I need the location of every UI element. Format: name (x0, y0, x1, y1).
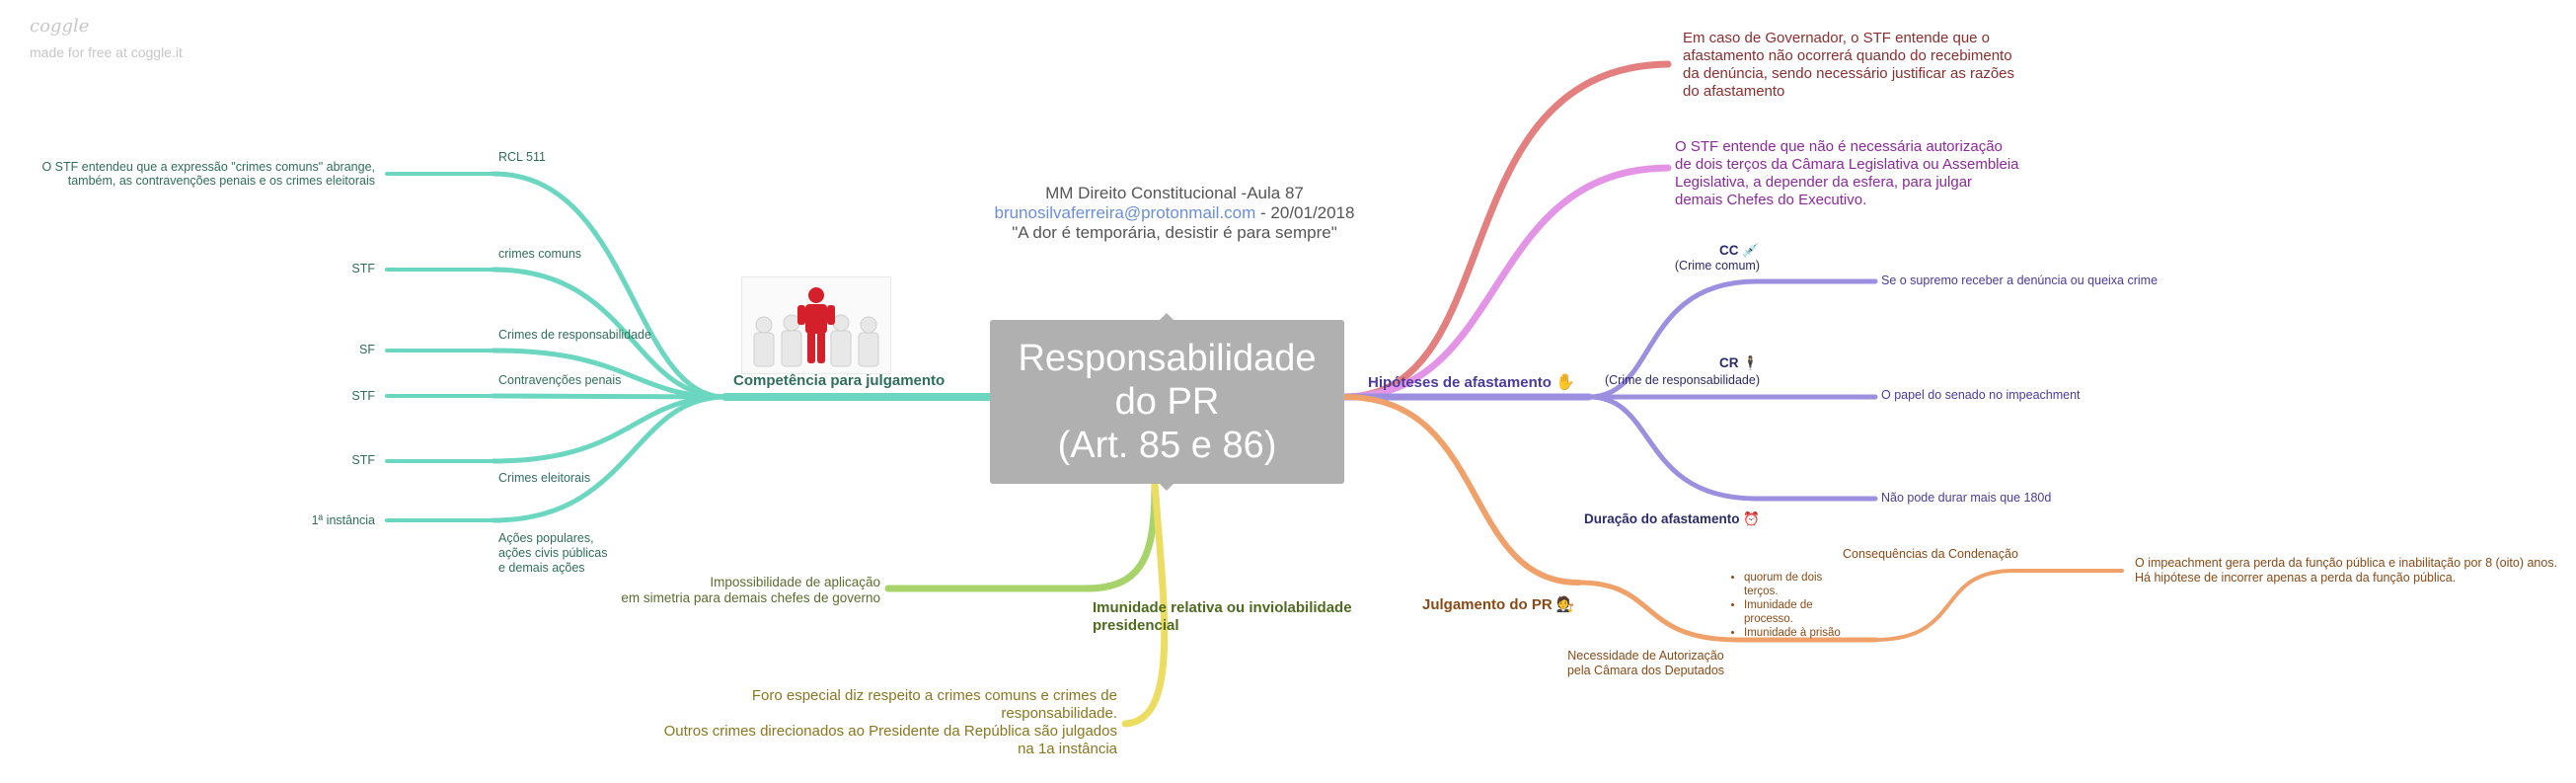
link-crimes-comuns (491, 267, 728, 400)
consequencias-label[interactable]: Consequências da Condenação (1843, 547, 2018, 561)
acoes-leaf[interactable]: 1ª instância (311, 513, 375, 527)
cc-sub: (Crime comum) (1674, 259, 1760, 273)
rcl511-label[interactable]: RCL 511 (498, 150, 546, 164)
central-topic[interactable]: Responsabilidade do PR (Art. 85 e 86) (990, 320, 1344, 484)
imunidade-label[interactable]: Imunidade relativa ou inviolabilidade pr… (1093, 599, 1352, 634)
header-contact: brunosilvaferreira@protonmail.com - 20/0… (987, 203, 1362, 223)
bullet-imunidade-prisao: Imunidade à prisão (1744, 626, 1858, 640)
cc-label[interactable]: CC 💉 (1719, 243, 1759, 259)
duracao-label[interactable]: Duração do afastamento ⏰ (1584, 511, 1760, 527)
link-rcl511 (491, 171, 728, 400)
link-contravencoes (491, 393, 728, 400)
julgamento-label-text: Julgamento do PR (1422, 596, 1553, 613)
cr-sub: (Crime de responsabilidade) (1604, 373, 1760, 387)
header-course: MM Direito Constitucional -Aula 87 (1045, 184, 1304, 202)
competencia-label[interactable]: Competência para julgamento (733, 372, 946, 389)
bullet-imunidade-processo: Imunidade de processo. (1744, 598, 1858, 626)
competencia-image (741, 276, 891, 374)
cc-label-text: CC (1719, 243, 1739, 258)
crimes-eleitorais-leaf[interactable]: STF (351, 453, 375, 467)
crimes-responsabilidade-label[interactable]: Crimes de responsabilidade (498, 328, 651, 342)
link-impossibilidade (884, 480, 1159, 592)
red-figure-among-white-figures (753, 287, 879, 367)
imunidades-list[interactable]: quorum de dois terços. Imunidade de proc… (1730, 571, 1858, 640)
center-collapse-caret-bottom[interactable] (1160, 484, 1174, 491)
person-icon: 🕴 (1742, 355, 1760, 370)
made-with-coggle-text[interactable]: made for free at coggle.it (30, 44, 183, 60)
syringe-icon: 💉 (1742, 243, 1760, 258)
julgamento-label[interactable]: Julgamento do PR 🧑‍⚖️ (1422, 595, 1575, 613)
autorizacao-text[interactable]: O STF entende que não é necessária autor… (1675, 138, 2019, 208)
crimes-responsabilidade-leaf[interactable]: SF (359, 343, 375, 356)
link-governador (1340, 60, 1672, 401)
link-duracao (1586, 394, 1878, 502)
header-email-link[interactable]: brunosilvaferreira@protonmail.com (994, 203, 1256, 222)
contravencoes-leaf[interactable]: STF (351, 389, 375, 403)
duracao-label-text: Duração do afastamento (1584, 511, 1740, 526)
foro-especial-text[interactable]: Foro especial diz respeito a crimes comu… (663, 687, 1117, 757)
judge-icon: 🧑‍⚖️ (1555, 596, 1575, 613)
header-date: - 20/01/2018 (1255, 203, 1355, 222)
link-autorizacao (1340, 164, 1672, 401)
link-cc (1586, 278, 1878, 400)
link-necessidade (1576, 580, 1878, 643)
cr-leaf[interactable]: O papel do senado no impeachment (1881, 388, 2081, 402)
governador-text[interactable]: Em caso de Governador, o STF entende que… (1683, 30, 2015, 100)
duracao-leaf[interactable]: Não pode durar mais que 180d (1881, 491, 2052, 505)
hipoteses-label[interactable]: Hipóteses de afastamento ✋ (1368, 372, 1575, 392)
bullet-quorum: quorum de dois terços. (1744, 571, 1858, 598)
crimes-eleitorais-label[interactable]: Crimes eleitorais (498, 471, 591, 485)
rcl511-leaf[interactable]: O STF entendeu que a expressão "crimes c… (41, 160, 375, 188)
coggle-logo[interactable]: coggle (30, 16, 90, 37)
crimes-comuns-leaf[interactable]: STF (351, 262, 375, 275)
cr-label-text: CR (1719, 355, 1739, 370)
hipoteses-label-text: Hipóteses de afastamento (1368, 374, 1552, 391)
link-crimes-eleitorais (491, 394, 728, 464)
necessidade-text[interactable]: Necessidade de Autorização pela Câmara d… (1566, 649, 1725, 677)
impossibilidade-text[interactable]: Impossibilidade de aplicação em simetria… (621, 575, 880, 605)
acoes-label[interactable]: Ações populares, ações civis públicas e … (498, 531, 608, 575)
link-consequencias (1873, 569, 2124, 642)
cr-label[interactable]: CR 🕴 (1719, 355, 1759, 371)
crimes-comuns-label[interactable]: crimes comuns (498, 247, 582, 261)
contravencoes-label[interactable]: Contravenções penais (498, 373, 622, 387)
alarm-clock-icon: ⏰ (1743, 511, 1761, 526)
consequencias-text[interactable]: O impeachment gera perda da função públi… (2135, 556, 2558, 585)
link-julgamento (1341, 394, 1582, 586)
cc-leaf[interactable]: Se o supremo receber a denúncia ou queix… (1881, 274, 2159, 287)
hand-icon: ✋ (1555, 374, 1575, 391)
header-quote: "A dor é temporária, desistir é para sem… (1012, 223, 1337, 242)
link-foro (1121, 480, 1169, 728)
link-acoes (491, 394, 728, 523)
center-collapse-caret-top[interactable] (1160, 313, 1174, 320)
